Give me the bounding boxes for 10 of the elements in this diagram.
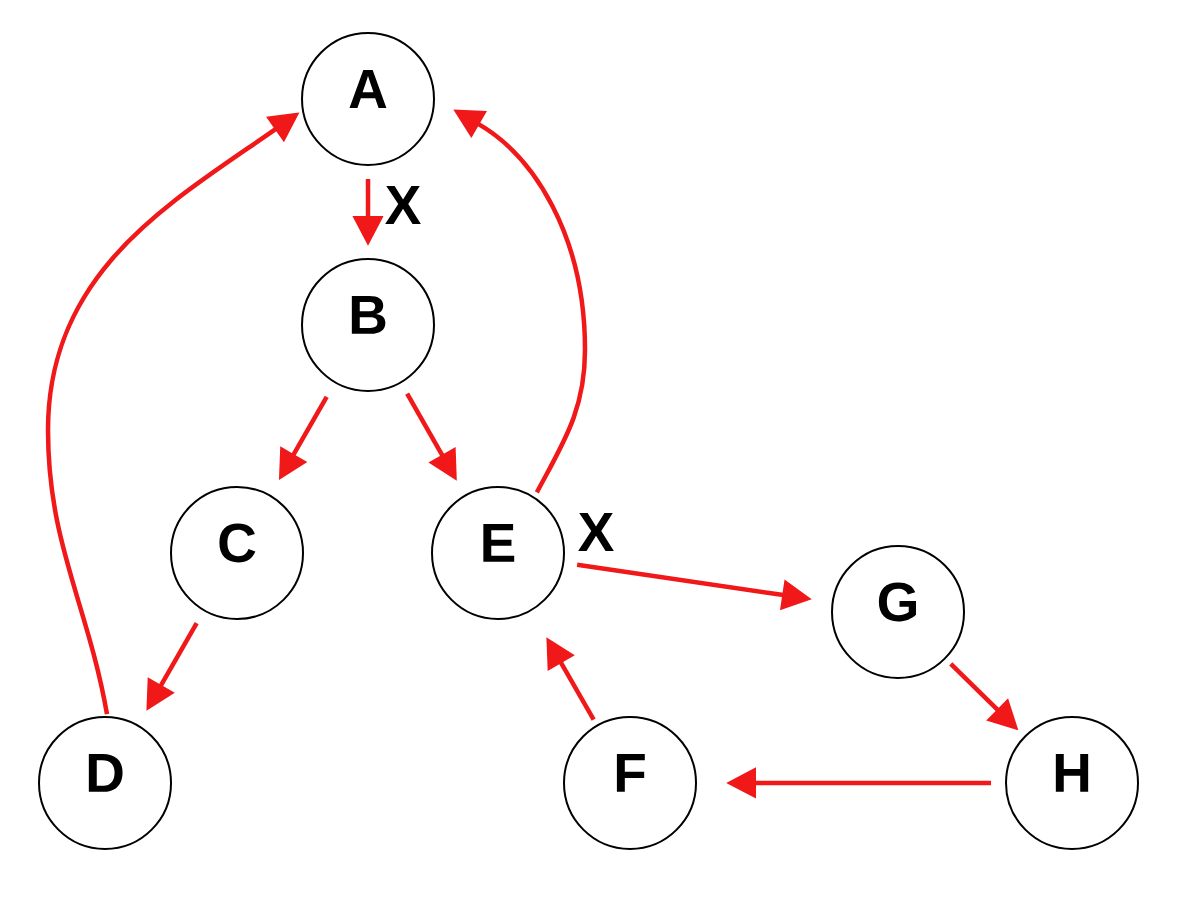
circle-node: H: [1005, 716, 1139, 850]
circle-node: G: [831, 545, 965, 679]
circle-node: D: [38, 716, 172, 850]
circle-node: F: [563, 716, 697, 850]
circle-node: A: [301, 32, 435, 166]
circle-node: E: [431, 486, 565, 620]
edge-label: X: [383, 185, 423, 225]
circle-node: C: [170, 486, 304, 620]
circle-node: B: [301, 258, 435, 392]
edge-label: X: [576, 512, 616, 552]
